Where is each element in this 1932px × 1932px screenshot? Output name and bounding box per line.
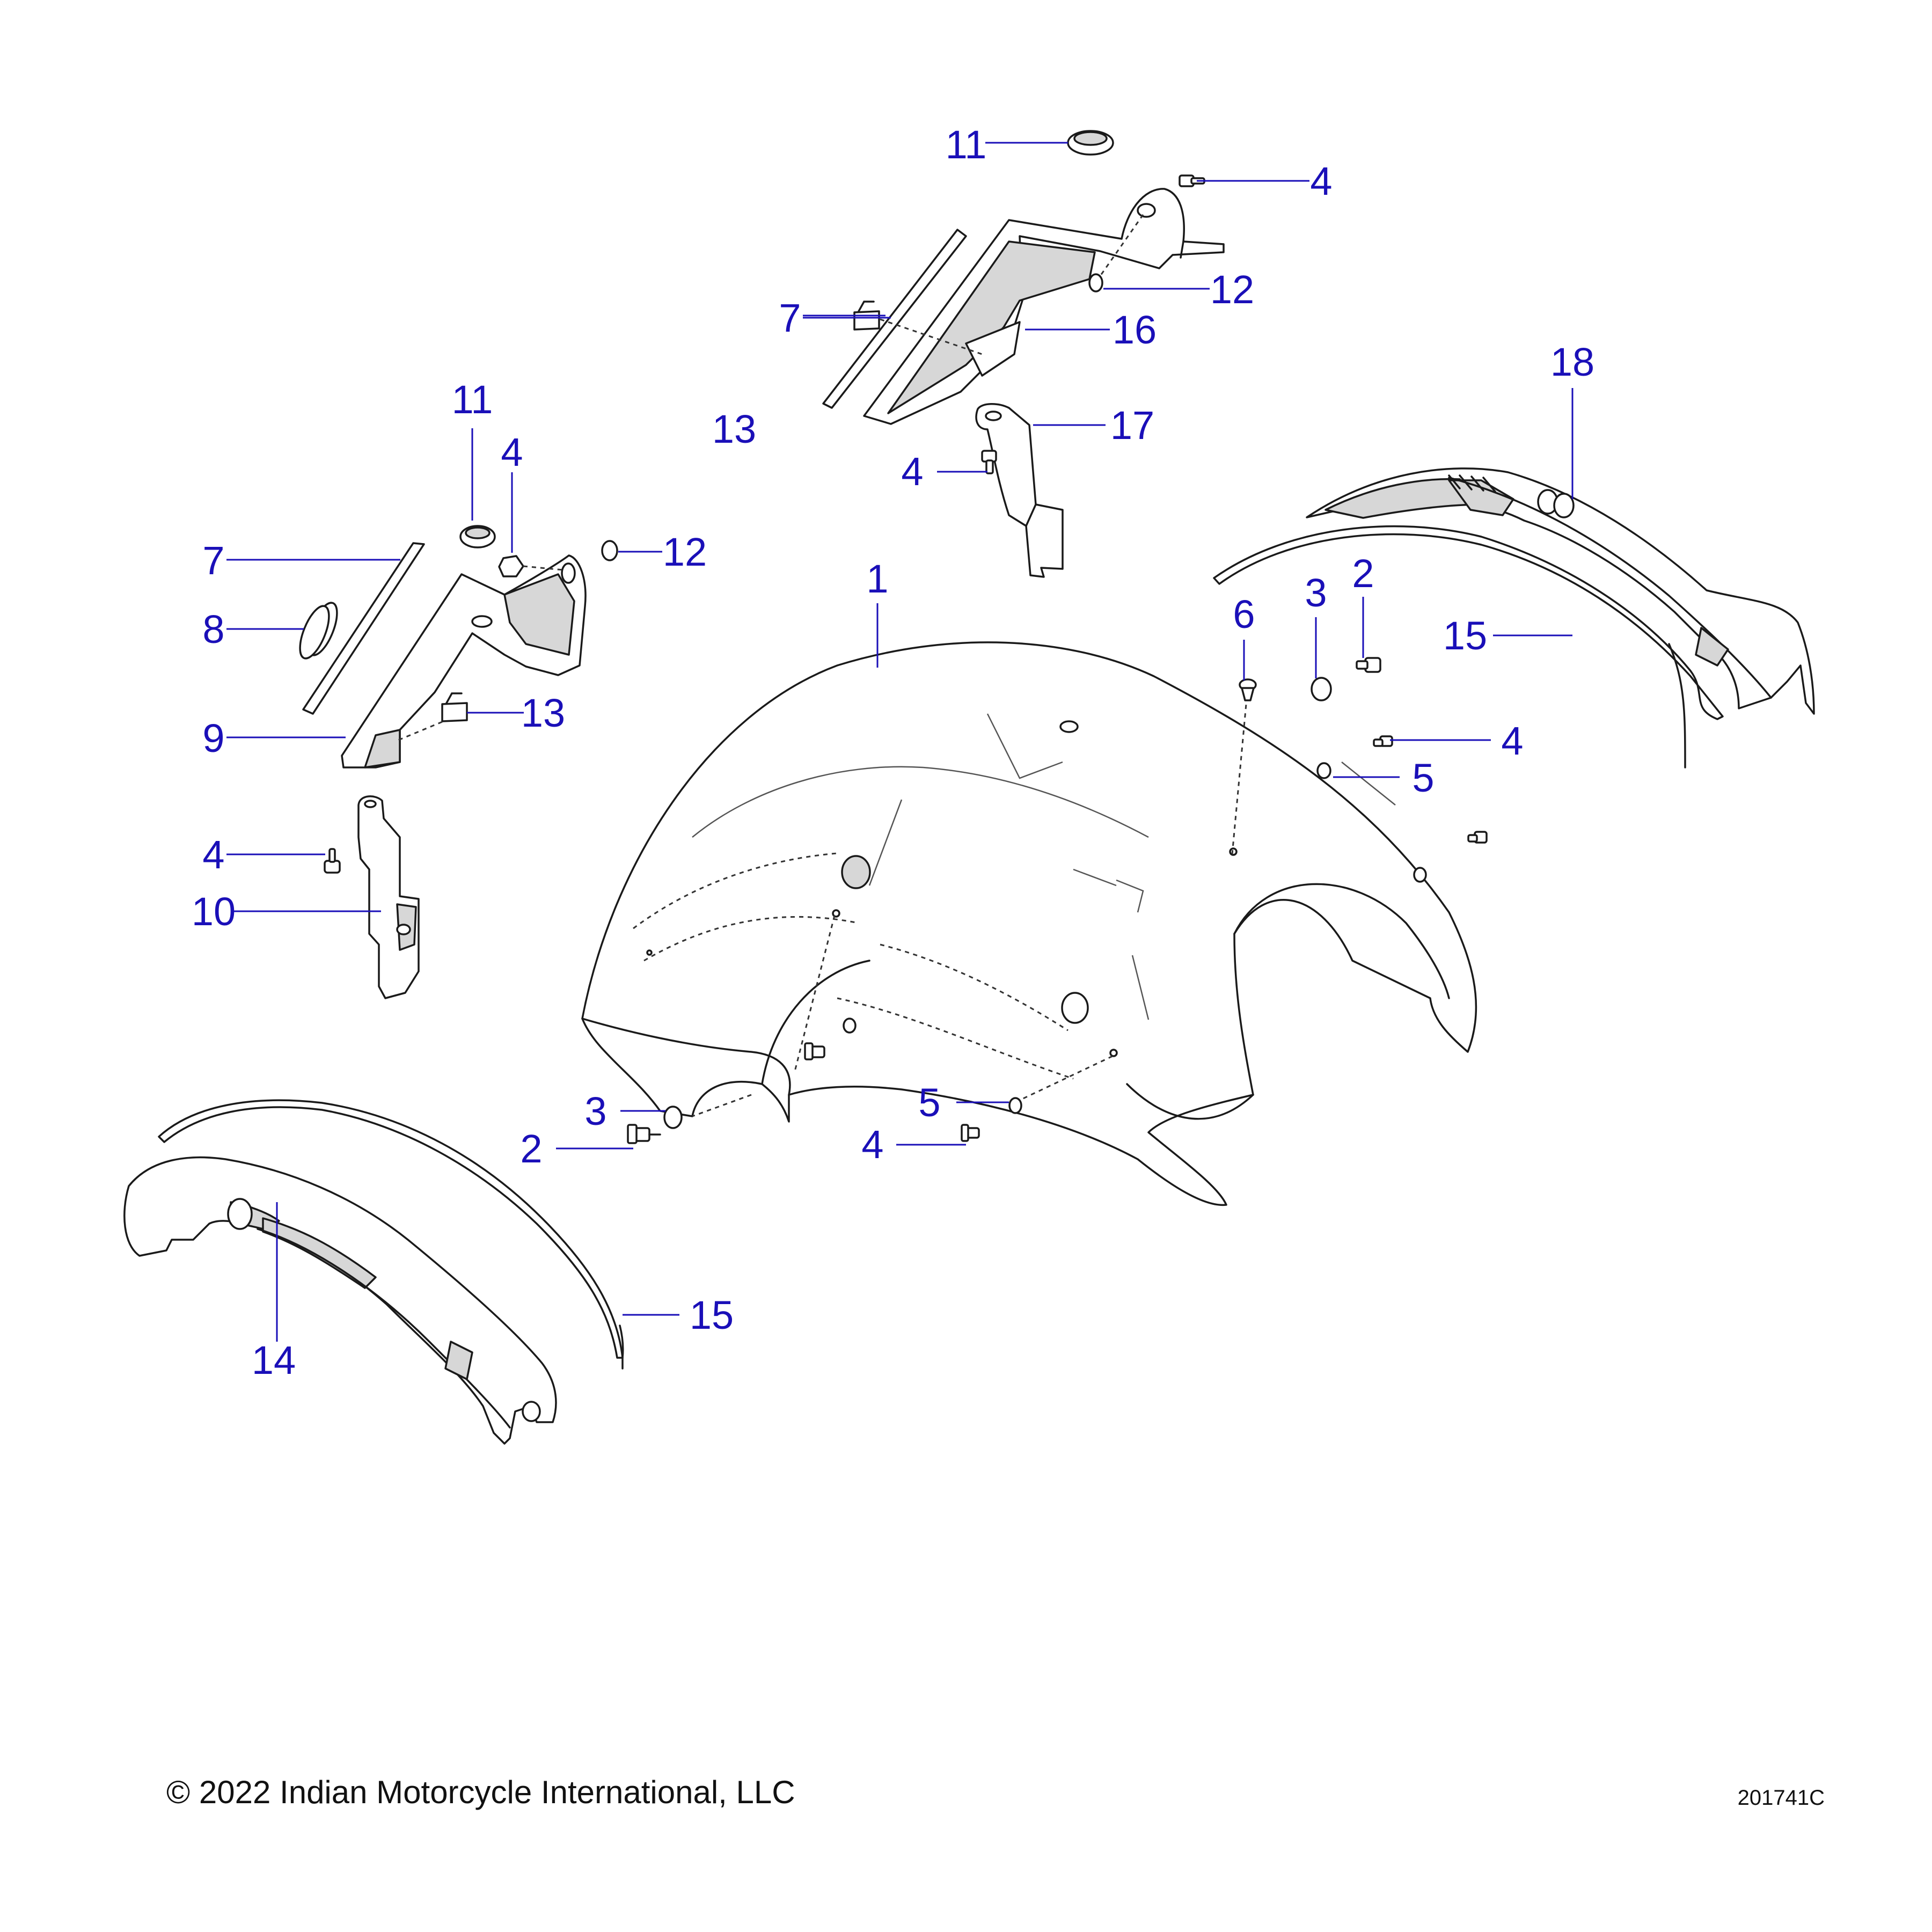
callout-15-right: 15 bbox=[1443, 613, 1487, 658]
bolt-2-lower bbox=[627, 1124, 661, 1144]
callout-4-lower: 4 bbox=[861, 1122, 883, 1167]
callout-6: 6 bbox=[1233, 592, 1255, 636]
callout-13-top: 13 bbox=[712, 407, 756, 451]
callout-11-left: 11 bbox=[452, 377, 493, 422]
ribs-18 bbox=[1448, 474, 1496, 493]
copyright-text: © 2022 Indian Motorcycle International, … bbox=[166, 1774, 795, 1810]
hardware-right bbox=[1239, 657, 1488, 883]
callout-18: 18 bbox=[1550, 340, 1594, 384]
washer-3-lower bbox=[663, 1106, 683, 1129]
strip-15-right bbox=[1213, 525, 1724, 769]
seal-8 bbox=[299, 602, 338, 660]
bolt-4-right bbox=[1373, 735, 1393, 747]
callout-15-left: 15 bbox=[690, 1293, 734, 1337]
nut-4-left bbox=[498, 555, 564, 577]
hardware-left-lower bbox=[627, 686, 1249, 1144]
bolt-2-right bbox=[1356, 657, 1381, 673]
bolt-4-lower bbox=[961, 1124, 980, 1142]
rail-14-left bbox=[123, 1156, 557, 1445]
callout-labels: 11 4 12 7 16 13 17 4 18 11 4 12 7 8 13 9… bbox=[192, 122, 1594, 1382]
bolt-4-near-17 bbox=[981, 450, 997, 474]
grommet-11-top bbox=[1067, 130, 1114, 156]
callout-16: 16 bbox=[1113, 308, 1157, 352]
callout-7-left: 7 bbox=[202, 538, 224, 583]
washer-5-right bbox=[1316, 762, 1331, 779]
callout-12-left: 12 bbox=[663, 530, 707, 574]
leader-lines bbox=[226, 142, 1574, 1342]
callout-5-right: 5 bbox=[1412, 756, 1434, 800]
bolt-4-near-10 bbox=[324, 848, 341, 874]
grommet-11-left bbox=[459, 525, 496, 548]
callout-12-top: 12 bbox=[1210, 267, 1254, 312]
push-pin-6 bbox=[1239, 678, 1257, 701]
callout-17: 17 bbox=[1110, 403, 1154, 448]
callout-9: 9 bbox=[202, 716, 224, 760]
rail-18-right bbox=[1306, 467, 1815, 715]
callout-3-lower: 3 bbox=[584, 1089, 606, 1133]
callout-11-top: 11 bbox=[946, 122, 987, 167]
strip-7-top bbox=[822, 229, 967, 409]
callout-13-left: 13 bbox=[521, 691, 565, 735]
rear-fender-part-1 bbox=[581, 641, 1477, 1206]
washer-3-right bbox=[1311, 677, 1332, 701]
footer: © 2022 Indian Motorcycle International, … bbox=[166, 1774, 1825, 1810]
callout-14: 14 bbox=[252, 1338, 296, 1382]
callout-8: 8 bbox=[202, 607, 224, 652]
washer-5-lower bbox=[1008, 1097, 1022, 1114]
strip-15-left bbox=[158, 1099, 624, 1370]
left-bracket-assembly bbox=[299, 525, 618, 769]
bracket-10 bbox=[324, 795, 420, 999]
top-bracket-assembly bbox=[822, 130, 1225, 578]
callout-4-left: 4 bbox=[501, 430, 523, 474]
clip-13-left bbox=[397, 692, 468, 742]
callout-5-lower: 5 bbox=[918, 1080, 940, 1125]
callout-7-top: 7 bbox=[779, 296, 801, 340]
callout-1: 1 bbox=[866, 557, 888, 601]
callout-2-right: 2 bbox=[1352, 551, 1374, 596]
washer-12-left bbox=[601, 540, 618, 561]
callout-4-top: 4 bbox=[1310, 159, 1332, 203]
callout-10: 10 bbox=[192, 889, 236, 934]
callout-4-near-17: 4 bbox=[901, 449, 923, 494]
drawing-number: 201741C bbox=[1738, 1786, 1825, 1810]
callout-4-right: 4 bbox=[1501, 719, 1523, 763]
strip-7-left bbox=[302, 542, 425, 715]
callout-4-near-10: 4 bbox=[202, 832, 224, 877]
callout-3-right: 3 bbox=[1305, 570, 1327, 615]
washer-12-top bbox=[1088, 273, 1103, 292]
callout-2-lower: 2 bbox=[520, 1126, 542, 1171]
